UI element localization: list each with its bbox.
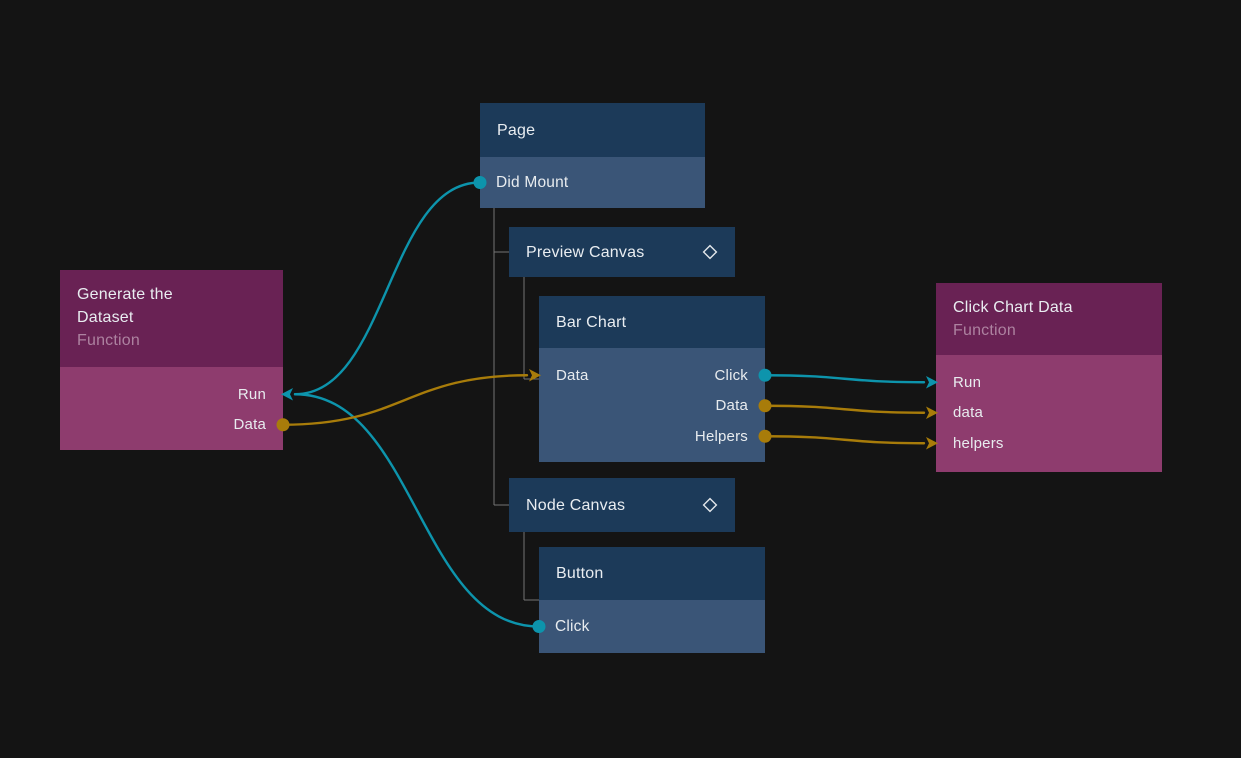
node-header: Button [539, 547, 765, 600]
node-node-canvas[interactable]: Node Canvas [509, 478, 735, 532]
port-label-run: Run [953, 373, 982, 391]
edge-bar-chart.click-to-click-chart-data.run[interactable] [763, 374, 926, 384]
edge-generate-the-dataset.data-to-bar-chart.data-in[interactable] [281, 374, 529, 426]
node-header: Preview Canvas [509, 227, 735, 277]
node-header: Page [480, 103, 705, 157]
event-band-click[interactable]: Click [539, 600, 765, 653]
edge-page.did-mount-to-generate-the-dataset.run[interactable] [293, 181, 482, 396]
port-label-data-in: Data [556, 366, 589, 384]
tree-connector [523, 277, 539, 380]
node-title: Preview Canvas [526, 243, 645, 261]
port-label-click: Click [714, 366, 748, 384]
node-body: Run data helpers [936, 355, 1162, 472]
band-label: Click [555, 617, 590, 635]
node-subtitle: Function [77, 332, 140, 349]
node-header: Bar Chart [539, 296, 765, 348]
node-title: Node Canvas [526, 496, 626, 514]
port-row: Data Click [539, 360, 765, 391]
port-row: Run [936, 367, 1162, 398]
port-row: Data [60, 410, 283, 441]
edge-bar-chart.data-out-to-click-chart-data.data[interactable] [763, 404, 926, 414]
port-label-data-out: Data [715, 397, 748, 415]
port-label-helpers: helpers [953, 434, 1004, 452]
band-label: Did Mount [496, 173, 569, 191]
node-title: Click Chart Data [953, 299, 1073, 316]
node-preview-canvas[interactable]: Preview Canvas [509, 227, 735, 277]
event-band-did-mount[interactable]: Did Mount [480, 157, 705, 208]
tree-connector [523, 532, 539, 601]
port-label-data: data [953, 404, 983, 422]
node-subtitle: Function [953, 322, 1016, 339]
port-row: Helpers [539, 421, 765, 452]
port-row: data [936, 398, 1162, 429]
port-label-data: Data [233, 416, 266, 434]
edge-button.click-to-generate-the-dataset.run[interactable] [293, 393, 541, 628]
tree-connector [493, 208, 509, 506]
node-title: Bar Chart [556, 313, 627, 331]
port-label-helpers: Helpers [694, 427, 748, 445]
port-label-run: Run [237, 385, 266, 403]
node-header: Node Canvas [509, 478, 735, 532]
port-row: Run [60, 379, 283, 410]
port-row: helpers [936, 428, 1162, 459]
port-row: Data [539, 391, 765, 422]
diamond-icon[interactable] [702, 244, 718, 260]
node-title: Button [556, 565, 604, 582]
diamond-icon[interactable] [702, 497, 718, 513]
node-title: Generate the Dataset [77, 286, 173, 326]
node-title: Page [497, 121, 536, 139]
edge-bar-chart.helpers-to-click-chart-data.helpers[interactable] [763, 435, 926, 445]
